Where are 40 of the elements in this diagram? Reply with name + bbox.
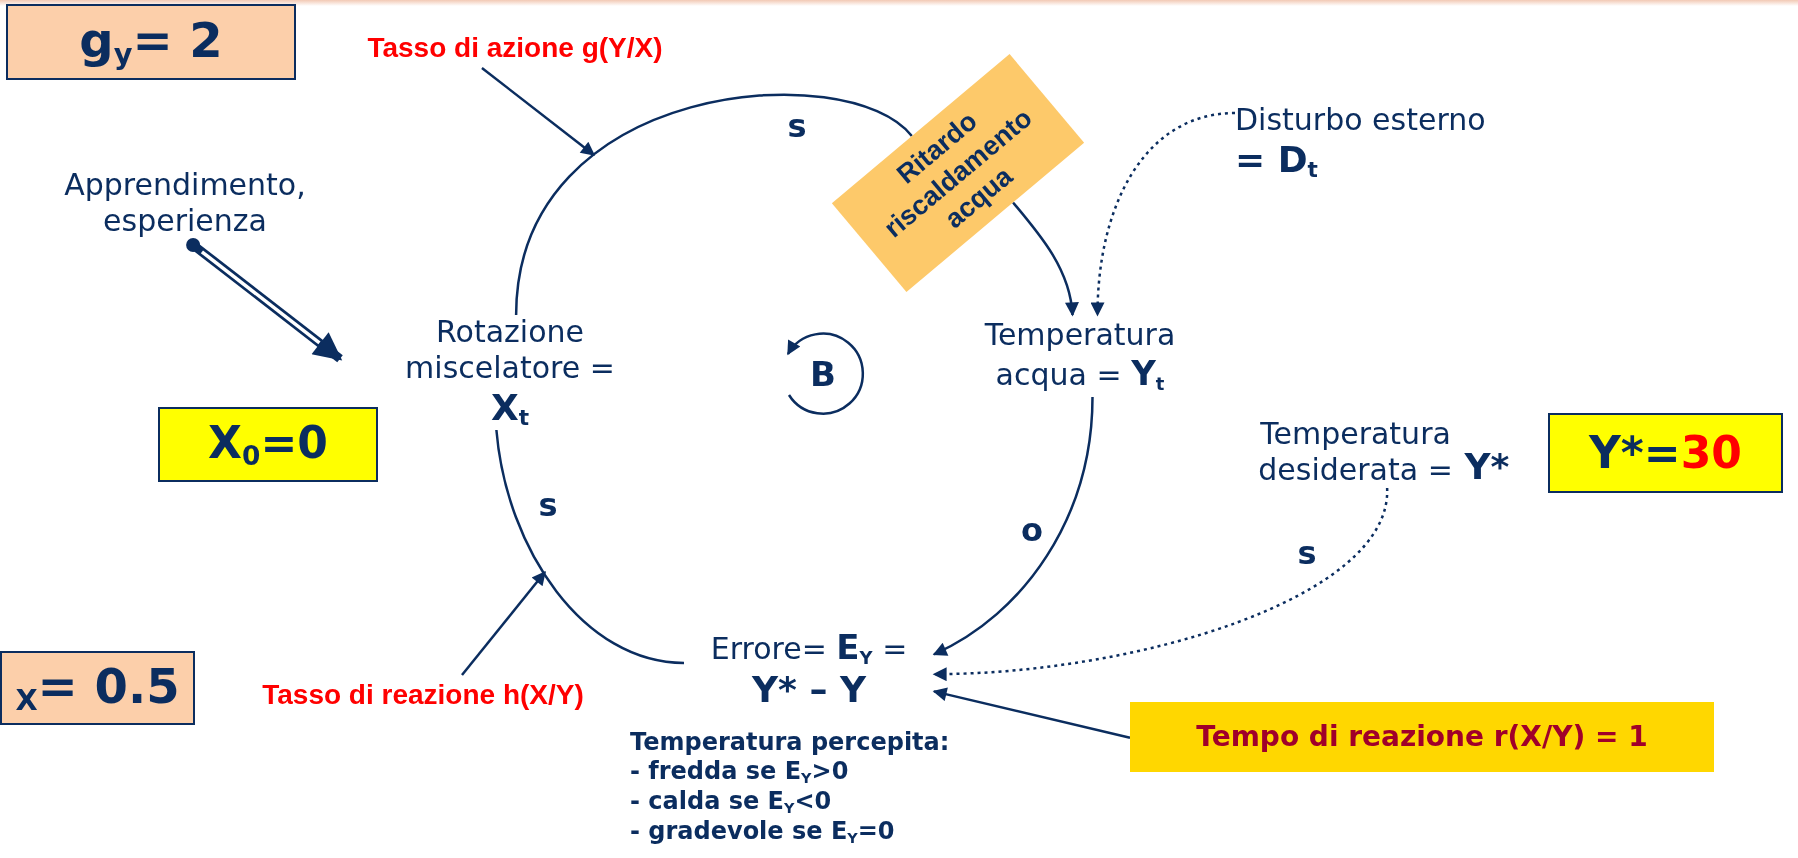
parameter-box xyxy=(6,4,296,80)
node-label: Temperatura acqua = Y$_{t}$ xyxy=(983,317,1177,395)
arrow xyxy=(1012,201,1079,317)
node-label: X$_{0}$=0 xyxy=(208,417,328,472)
node-value: = D$_{t}$ xyxy=(1235,137,1318,184)
node-label: Rotazione miscelatore = xyxy=(404,313,616,386)
arrow xyxy=(932,487,1389,681)
edge-label: s xyxy=(538,489,558,521)
edge-label: s xyxy=(1297,537,1317,569)
double-arrow xyxy=(186,238,343,363)
node-label: Errore= E$_{Y}$ = xyxy=(710,626,908,668)
node-label: $_{X}$= 0.5 xyxy=(15,658,180,718)
edge-label: s xyxy=(787,110,807,142)
parameter-box xyxy=(1130,702,1714,772)
node-label: Tasso di azione g(Y/X) xyxy=(367,31,663,65)
edge-label: o xyxy=(1021,514,1043,546)
note-text: Temperatura percepita: xyxy=(630,728,950,757)
note-text: - gradevole se E$_{Y}$=0 xyxy=(630,816,896,847)
arrow xyxy=(932,396,1094,656)
note-text: - calda se E$_{Y}$<0 xyxy=(630,786,833,817)
node-label: Disturbo esterno xyxy=(1235,101,1486,138)
loop-label: B xyxy=(810,357,836,391)
node-value: Y* xyxy=(1464,444,1510,488)
pointer-arrow xyxy=(481,67,596,156)
node-label: Tasso di reazione h(X/Y) xyxy=(262,678,584,712)
note-text: - fredda se E$_{Y}$>0 xyxy=(630,756,850,787)
node-value: Y* – Y xyxy=(752,667,866,712)
arrow xyxy=(932,687,1131,739)
parameter-box xyxy=(0,651,195,725)
node-label: Tempo di reazione r(X/Y) = 1 xyxy=(1196,720,1648,754)
node-label: g$_{y}$= 2 xyxy=(79,12,223,72)
node-label: Apprendimento, esperienza xyxy=(63,166,307,239)
node-label: Temperatura desiderata = xyxy=(1257,416,1454,488)
node-value: X$_{t}$ xyxy=(490,385,530,432)
pointer-arrow xyxy=(461,570,546,676)
value-box xyxy=(158,407,378,482)
node-value: 30 xyxy=(1680,426,1742,480)
value-box xyxy=(1548,413,1783,493)
arrow xyxy=(1090,111,1236,317)
node-label: Y*= xyxy=(1589,426,1681,480)
